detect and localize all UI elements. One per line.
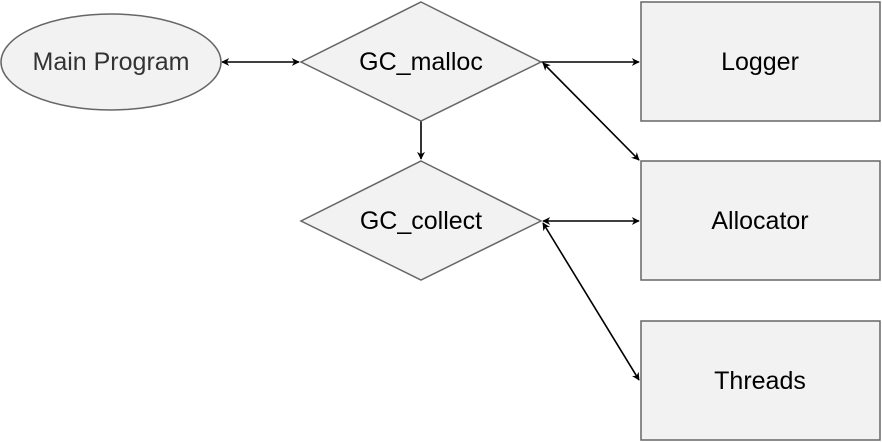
allocator-box xyxy=(640,160,881,281)
gc-malloc-diamond xyxy=(299,1,543,122)
edge-gc-collect-threads xyxy=(542,222,640,381)
node-allocator: Allocator xyxy=(640,160,881,281)
node-threads: Threads xyxy=(640,320,881,441)
threads-label: Threads xyxy=(714,367,806,395)
main-program-label: Main Program xyxy=(33,48,190,76)
node-gc-malloc: GC_malloc xyxy=(299,1,543,122)
logger-label: Logger xyxy=(721,48,799,76)
allocator-label: Allocator xyxy=(711,207,808,235)
threads-box xyxy=(640,320,881,441)
edges xyxy=(221,58,640,381)
node-logger: Logger xyxy=(640,1,881,122)
gc-malloc-label: GC_malloc xyxy=(359,48,483,76)
node-gc-collect: GC_collect xyxy=(299,160,543,281)
edge-gc-malloc-allocator xyxy=(542,62,640,161)
node-main-program: Main Program xyxy=(0,13,222,111)
logger-box xyxy=(640,1,881,122)
main-program-ellipse xyxy=(0,13,222,111)
gc-collect-label: GC_collect xyxy=(360,207,482,235)
gc-collect-diamond xyxy=(299,160,543,281)
